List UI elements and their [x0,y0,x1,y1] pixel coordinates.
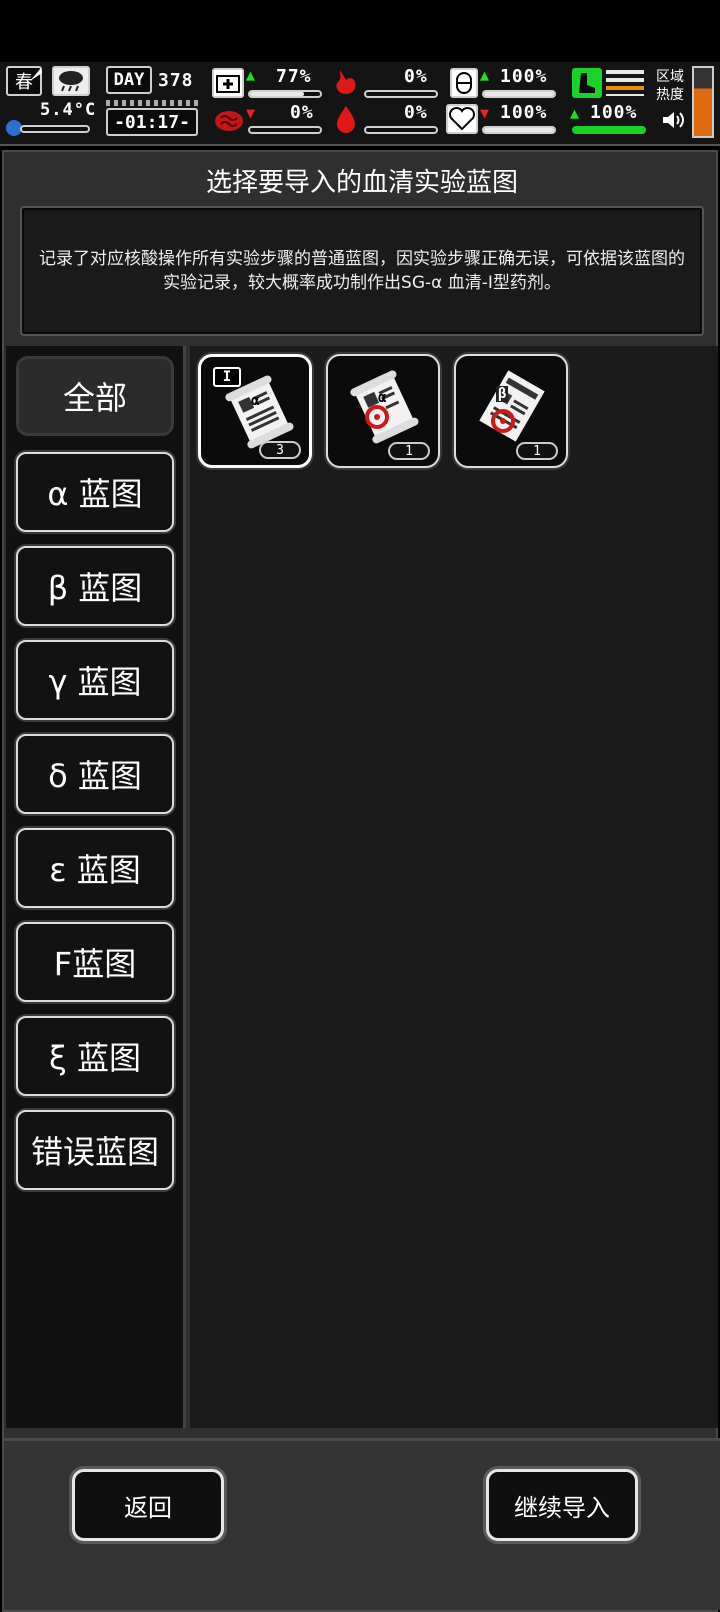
description-box: 记录了对应核酸操作所有实验步骤的普通蓝图，因实验步骤正确无误，可依据该蓝图的实验… [20,206,704,336]
tab-all[interactable]: 全部 [16,356,174,436]
blueprint-item[interactable]: I α 3 [198,354,312,468]
season-badge: 春 [6,66,42,96]
zone-heat-gauge [692,66,714,138]
blood-drop-icon [334,102,358,136]
zone-heat-label: 区域热度 [656,69,684,103]
tab-gamma-blueprint[interactable]: γ 蓝图 [16,640,174,720]
pill-icon [450,68,478,98]
item-count-badge: 3 [259,441,301,459]
day-number: 378 [158,70,194,91]
tab-epsilon-blueprint[interactable]: ε 蓝图 [16,828,174,908]
dialog-footer: 返回 继续导入 [4,1438,720,1610]
beta-blueprint-biohazard-icon [472,366,552,446]
heart-fill [484,128,554,132]
heart-bar [482,126,556,134]
stamina-value: 100% [590,102,638,123]
immunity-value: 100% [500,66,548,87]
tab-beta-blueprint[interactable]: β 蓝图 [16,546,174,626]
stomach-bar [364,90,438,98]
continue-import-button[interactable]: 继续导入 [486,1469,638,1541]
blood-value: 0% [404,102,428,123]
status-hud: 春 5.4°C DAY 378 -01:17- ▲ 77% 0% ▲ [0,62,720,146]
health-bar [248,90,322,98]
category-sidebar: 全部 α 蓝图 β 蓝图 γ 蓝图 δ 蓝图 ε 蓝图 F蓝图 ξ 蓝图 错误蓝… [6,346,186,1428]
weather-rain-cloud-icon [52,66,90,96]
blueprint-item[interactable]: α 1 [326,354,440,468]
temperature-bar [20,125,90,133]
medkit-icon [212,68,244,98]
item-count-badge: 1 [388,442,430,460]
immunity-bar [482,90,556,98]
immunity-fill [484,92,554,96]
dialog-title: 选择要导入的血清实验蓝图 [205,168,518,198]
stamina-fill [574,128,644,132]
back-button[interactable]: 返回 [72,1469,224,1541]
blood-bar [364,126,438,134]
stomach-icon [330,66,360,98]
temperature-readout: 5.4°C [40,100,97,120]
heart-value: 100% [500,102,548,123]
greek-mark: α [251,393,260,409]
brain-icon [212,106,246,136]
clock-readout: -01:17- [106,108,198,136]
stamina-lines-icon [606,70,644,96]
day-progress-ticks [106,100,198,106]
stamina-bar [572,126,646,134]
brain-value: 0% [290,102,314,123]
tab-error-blueprint[interactable]: 错误蓝图 [16,1110,174,1190]
item-count-badge: 1 [516,442,558,460]
blueprint-item[interactable]: β 1 [454,354,568,468]
blueprint-import-dialog: 选择要导入的血清实验蓝图 记录了对应核酸操作所有实验步骤的普通蓝图，因实验步骤正… [2,150,720,1612]
blueprint-grid: I α 3 α 1 β 1 [188,346,718,1428]
tab-delta-blueprint[interactable]: δ 蓝图 [16,734,174,814]
heart-icon [446,104,478,134]
speaker-icon[interactable] [660,108,686,132]
tab-alpha-blueprint[interactable]: α 蓝图 [16,452,174,532]
greek-mark: β [496,386,509,402]
tab-xi-blueprint[interactable]: ξ 蓝图 [16,1016,174,1096]
day-label: DAY [106,66,152,94]
tab-f-blueprint[interactable]: F蓝图 [16,922,174,1002]
brain-bar [248,126,322,134]
type-tag: I [213,367,241,387]
feather-icon [26,64,46,84]
stomach-value: 0% [404,66,428,87]
greek-mark: α [378,390,387,406]
alpha-blueprint-biohazard-icon [344,366,424,446]
health-value: 77% [276,66,312,87]
alpha-blueprint-scroll-icon [219,371,299,451]
description-text: 记录了对应核酸操作所有实验步骤的普通蓝图，因实验步骤正确无误，可依据该蓝图的实验… [39,249,685,293]
boot-icon [572,68,602,98]
thermometer-icon [6,120,22,136]
health-fill [250,92,304,96]
